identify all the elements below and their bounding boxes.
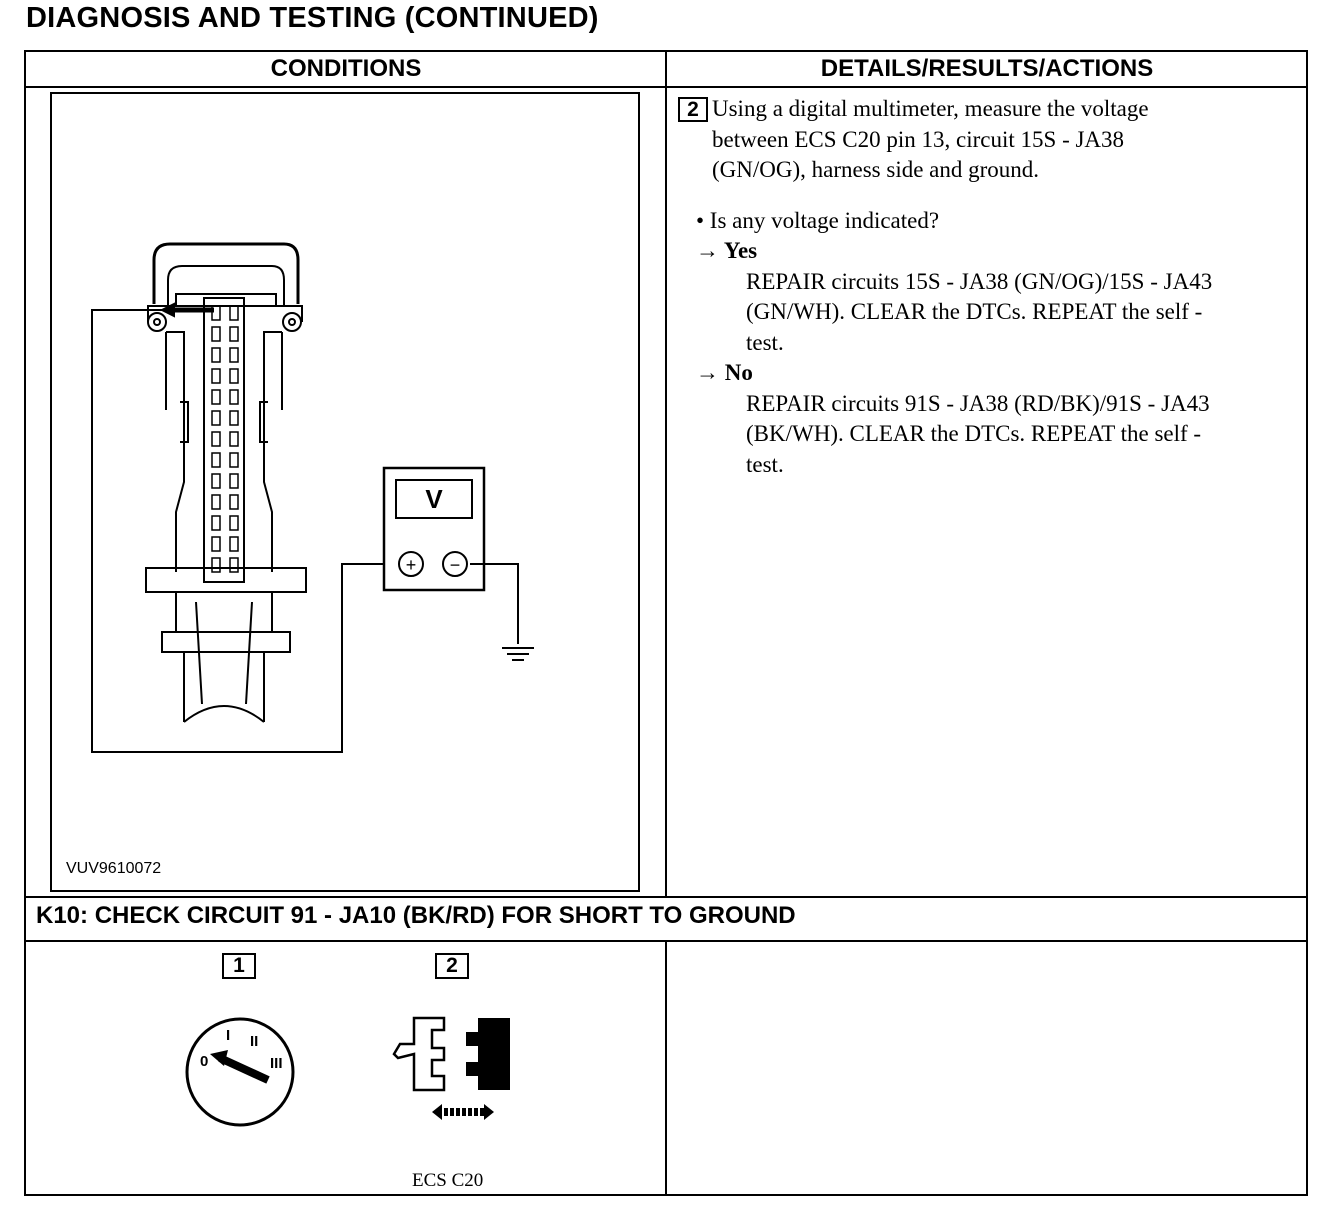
yes-action: REPAIR circuits 15S - JA38 (GN/OG)/15S -… [678, 267, 1303, 359]
yes-label: → Yes [696, 238, 758, 263]
figure-code: VUV9610072 [66, 860, 162, 877]
test-question: • Is any voltage indicated? [696, 207, 940, 233]
yes-action-line: (GN/WH). CLEAR the DTCs. REPEAT the self… [746, 299, 1203, 324]
meter-minus-terminal: − [450, 555, 461, 575]
multimeter-figure [50, 92, 640, 892]
header-rule [24, 86, 1308, 88]
step-number-badge: 2 [678, 97, 708, 122]
meter-plus-terminal: + [406, 555, 417, 575]
no-action-line: (BK/WH). CLEAR the DTCs. REPEAT the self… [746, 421, 1202, 446]
details-header: DETAILS/RESULTS/ACTIONS [820, 55, 1154, 82]
column-divider-lower [665, 941, 667, 1196]
step-2-instruction: 2 Using a digital multimeter, measure th… [678, 94, 1303, 186]
instruction-line: between ECS C20 pin 13, circuit 15S - JA… [712, 126, 1125, 152]
k10-section-title: K10: CHECK CIRCUIT 91 - JA10 (BK/RD) FOR… [36, 902, 796, 929]
no-label: → No [696, 360, 753, 385]
switch-position-3: III [270, 1055, 283, 1072]
k10-step-2-badge: 2 [435, 953, 469, 979]
step-2-details: 2 Using a digital multimeter, measure th… [678, 94, 1303, 480]
no-action-line: test. [746, 451, 784, 477]
no-action: REPAIR circuits 91S - JA38 (RD/BK)/91S -… [678, 389, 1303, 481]
switch-position-2: II [250, 1033, 258, 1050]
switch-position-1: I [226, 1027, 230, 1044]
instruction-line: (GN/OG), harness side and ground. [712, 157, 1040, 182]
yes-action-line: REPAIR circuits 15S - JA38 (GN/OG)/15S -… [746, 268, 1213, 294]
conditions-header: CONDITIONS [270, 55, 422, 82]
column-divider [665, 50, 667, 898]
page-title: DIAGNOSIS AND TESTING (CONTINUED) [26, 2, 599, 34]
instruction-line: Using a digital multimeter, measure the … [712, 96, 1149, 121]
no-action-line: REPAIR circuits 91S - JA38 (RD/BK)/91S -… [746, 390, 1210, 416]
disconnect-connector-icon [392, 1016, 510, 1120]
section-rule-top [24, 896, 1308, 898]
k10-step-1-badge: 1 [222, 953, 256, 979]
ignition-switch-icon: 0 I II III [185, 1017, 295, 1127]
connector-voltage-diagram: V + − [91, 242, 534, 753]
section-rule-bottom [24, 940, 1308, 942]
connector-label: ECS C20 [412, 1170, 484, 1191]
switch-position-off: 0 [200, 1053, 208, 1070]
meter-display-label: V [425, 484, 443, 514]
yes-action-line: test. [746, 329, 784, 355]
